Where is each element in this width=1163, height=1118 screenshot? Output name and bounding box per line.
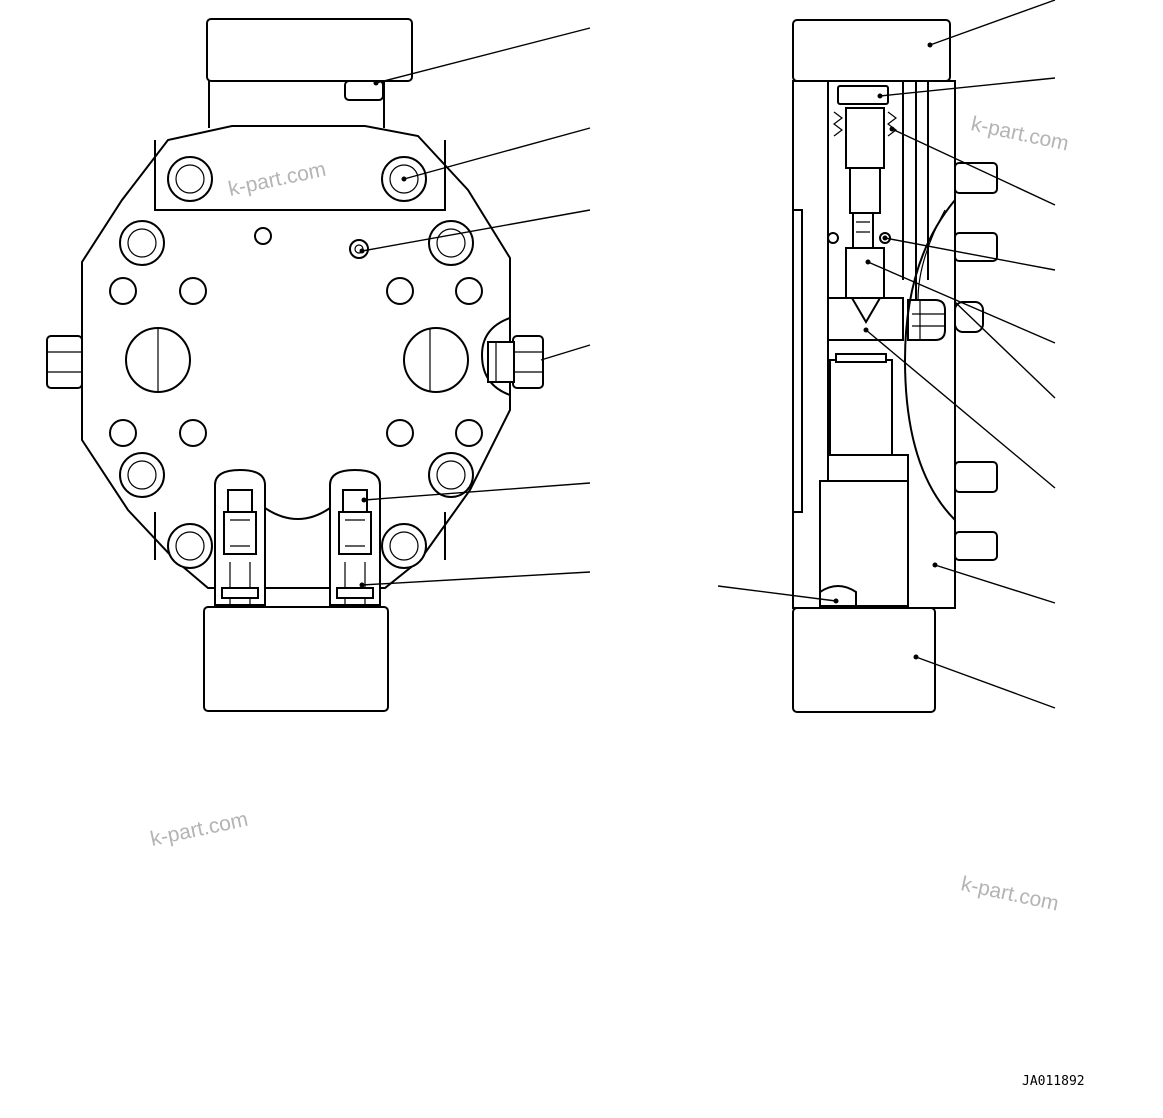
large-bolt [428, 220, 474, 266]
solenoid-housing [819, 480, 909, 607]
leader-line [359, 571, 591, 588]
spool-stem [849, 167, 881, 214]
flange-line-top [154, 140, 446, 211]
large-bolt [167, 523, 213, 569]
watermark: k-part.com [969, 112, 1071, 155]
leader-line [540, 344, 591, 361]
spring-seat [845, 107, 885, 169]
valve-cartridge-left [214, 468, 266, 606]
bore-walls [827, 81, 929, 455]
side-view [792, 19, 998, 713]
small-hole [386, 419, 414, 447]
leader-line [401, 127, 591, 182]
leader-line [889, 126, 1056, 206]
large-bolt [119, 452, 165, 498]
large-bolt [119, 220, 165, 266]
right-boss [480, 317, 511, 396]
side-fitting [954, 232, 998, 262]
spring-coils [833, 111, 897, 137]
side-body-recess [793, 209, 803, 513]
bottom-block [203, 606, 389, 712]
leader-line [882, 235, 1056, 271]
small-hole [179, 419, 207, 447]
solenoid-base [819, 585, 857, 607]
watermark: k-part.com [148, 808, 250, 851]
side-fitting [954, 531, 998, 561]
side-plug-lines [912, 300, 945, 340]
valve-cartridge-right [329, 468, 381, 606]
small-hole [109, 277, 137, 305]
small-hole [386, 277, 414, 305]
port-left [125, 327, 191, 393]
leader-line [927, 0, 1056, 48]
side-top-block [792, 19, 951, 82]
solenoid-lower [827, 454, 909, 482]
octagon-body [81, 125, 511, 589]
plug-hole [349, 239, 369, 259]
solenoid-core [829, 359, 893, 456]
side-plug [907, 299, 946, 341]
front-view [46, 18, 544, 712]
small-hole [109, 419, 137, 447]
large-bolt [381, 523, 427, 569]
spool-cone [851, 297, 881, 324]
spool-insert [852, 212, 874, 249]
leader-line [717, 585, 839, 604]
curved-passage-inner [917, 209, 946, 301]
large-bolt [428, 452, 474, 498]
bottom-center-curve [264, 507, 331, 520]
leader-lines [359, 0, 1056, 709]
spool-insert-marks [856, 221, 870, 233]
left-fitting [46, 335, 83, 389]
leader-line [359, 209, 591, 254]
right-fitting [487, 335, 544, 389]
watermark: k-part.com [959, 872, 1061, 915]
tiny-hole [254, 227, 272, 245]
spool-lower [845, 247, 885, 299]
side-fitting [954, 461, 998, 493]
solenoid-cap [835, 353, 887, 363]
neck-plug [344, 80, 384, 101]
leader-line [932, 562, 1056, 604]
top-block [206, 18, 413, 82]
drawing-code: JA011892 [1022, 1074, 1085, 1089]
small-hole [455, 419, 483, 447]
leader-line [361, 482, 591, 503]
leader-line [877, 77, 1056, 99]
leader-line [373, 27, 591, 86]
large-bolt [167, 156, 213, 202]
leader-line [863, 327, 1056, 489]
port-right [403, 327, 469, 393]
curved-passage [903, 199, 956, 521]
orifice-left [827, 232, 839, 244]
flange-line-bottom [154, 512, 446, 560]
leader-line [954, 301, 1056, 399]
piston-chamber [827, 297, 904, 341]
leader-line [913, 654, 1056, 709]
small-hole [455, 277, 483, 305]
small-hole [179, 277, 207, 305]
leader-line [865, 259, 1056, 344]
side-bottom-block [792, 607, 936, 713]
